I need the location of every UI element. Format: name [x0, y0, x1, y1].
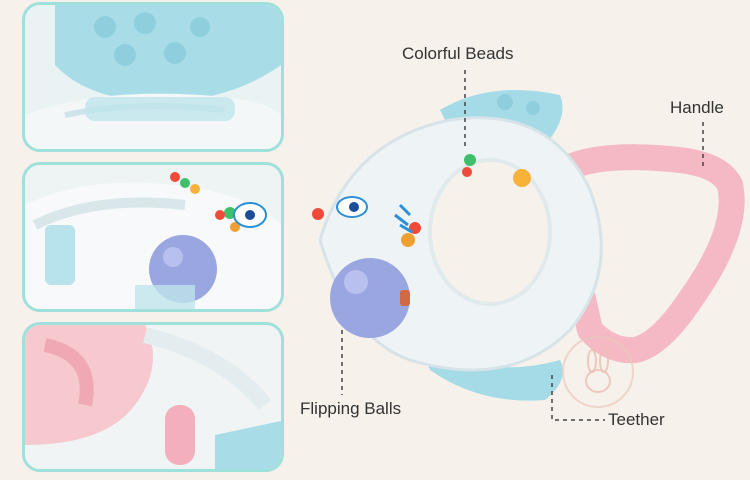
main-product-photo — [290, 0, 750, 475]
callout-flipping-balls: Flipping Balls — [300, 399, 402, 418]
callout-teether: Teether — [608, 410, 665, 429]
callout-handle: Handle — [670, 98, 724, 117]
detail-photo-handle — [22, 322, 284, 472]
detail-photo-beads-ball — [22, 162, 284, 312]
detail-photo-teether — [22, 2, 284, 152]
callout-colorful-beads: Colorful Beads — [402, 44, 514, 63]
bunny-logo-icon — [562, 336, 634, 408]
